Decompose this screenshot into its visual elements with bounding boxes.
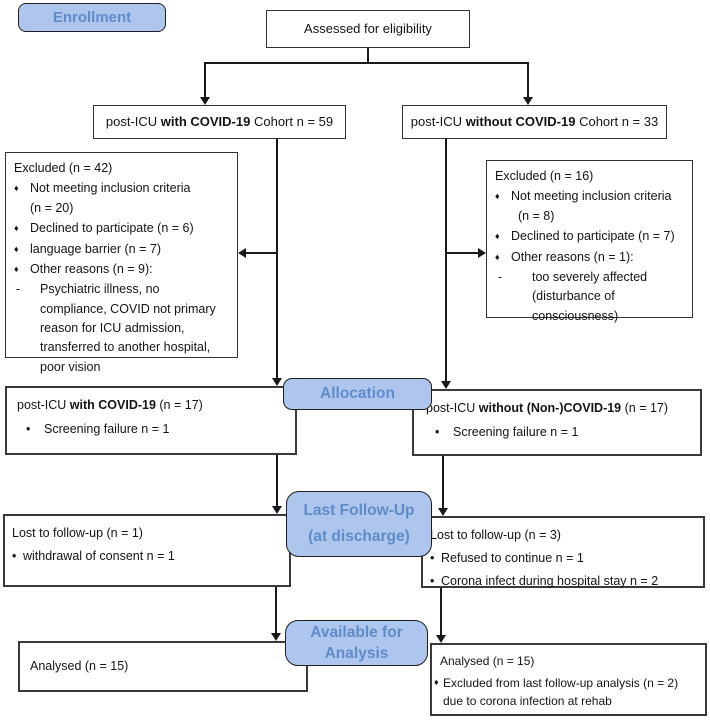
arrow-down-icon (272, 378, 282, 386)
stage-label-text: Allocation (320, 384, 395, 402)
diamond-bullet-icon: ♦ (495, 231, 500, 242)
box-text: post-ICU without COVID-19 Cohort n = 33 (410, 114, 659, 130)
excluded-title: Excluded (n = 16) (495, 169, 594, 183)
arrow-down-icon (272, 506, 282, 514)
connector-to-excluded-left (246, 252, 277, 254)
excluded-title: Excluded (n = 42) (14, 161, 113, 175)
arrow-down-icon (523, 97, 533, 105)
box-analysed-right: Analysed (n = 15) ♦ Excluded from last f… (430, 643, 707, 716)
list-item: ♦ Other reasons (n = 9): (14, 261, 153, 276)
round-bullet-icon: • (12, 548, 17, 563)
list-item: • Screening failure n = 1 (17, 420, 287, 439)
stage-label-enrollment: Enrollment (18, 3, 166, 32)
connector-to-excluded-right (446, 252, 478, 254)
stage-label-text-line2: Analysis (324, 645, 389, 662)
diamond-bullet-icon: ♦ (434, 677, 439, 687)
diamond-bullet-icon: ♦ (14, 223, 19, 234)
box-lost-followup-left: Lost to follow-up (n = 1) • withdrawal o… (3, 514, 291, 587)
stage-label-last-followup: Last Follow-Up (at discharge) (286, 491, 432, 557)
connector-followup-right-to-analysis (440, 588, 442, 635)
box-title: Lost to follow-up (n = 3) (430, 528, 561, 542)
arrow-down-icon (200, 97, 210, 105)
dash-bullet-icon: - (16, 282, 21, 297)
stage-label-text-line1: Available for (310, 624, 403, 641)
arrow-down-icon (438, 508, 448, 516)
box-allocation-with-covid: post-ICU with COVID-19 (n = 17) • Screen… (5, 386, 297, 455)
stage-label-available-for-analysis: Available for Analysis (285, 620, 428, 666)
box-excluded-left: Excluded (n = 42) ♦ Not meeting inclusio… (5, 152, 238, 374)
box-text: Assessed for eligibility (304, 21, 432, 37)
list-subitem: - too severely affected (disturbance of … (495, 268, 686, 326)
arrow-down-icon (441, 381, 451, 389)
arrow-right-icon (478, 248, 486, 258)
round-bullet-icon: • (430, 573, 435, 588)
dash-bullet-icon: - (498, 269, 503, 284)
box-text: post-ICU with COVID-19 Cohort n = 59 (105, 114, 334, 130)
round-bullet-icon: • (435, 424, 440, 439)
list-item: ♦ Other reasons (n = 1): (495, 249, 634, 264)
stage-label-allocation: Allocation (283, 378, 432, 410)
box-allocation-without-covid: post-ICU without (Non-)COVID-19 (n = 17)… (412, 389, 702, 456)
connector-allocation-left-to-followup (276, 455, 278, 506)
diamond-bullet-icon: ♦ (14, 243, 19, 254)
list-item: ♦ language barrier (n = 7) (14, 241, 161, 256)
list-item: ♦ Excluded from last follow-up analysis … (434, 676, 679, 708)
list-subitem: - Psychiatric illness, no compliance, CO… (16, 282, 216, 374)
stage-label-text-line2: (at discharge) (308, 528, 410, 545)
stage-label-text: Enrollment (52, 8, 132, 26)
box-analysed-left: Analysed (n = 15) (18, 641, 308, 692)
connector-assessed-split (204, 62, 529, 64)
box-title: post-ICU without (Non-)COVID-19 (n = 17) (426, 401, 669, 415)
box-excluded-right: Excluded (n = 16) ♦ Not meeting inclusio… (486, 160, 693, 323)
box-cohort-with-covid: post-ICU with COVID-19 Cohort n = 59 (93, 105, 346, 139)
round-bullet-icon: • (430, 550, 435, 565)
connector-to-cohort-left (204, 62, 206, 97)
stage-label-text-line1: Last Follow-Up (303, 502, 415, 519)
list-item: • withdrawal of consent n = 1 (12, 547, 281, 566)
connector-to-cohort-right (527, 62, 529, 97)
connector-followup-left-to-analysis (275, 587, 277, 633)
connector-assessed-stem (367, 48, 369, 63)
diamond-bullet-icon: ♦ (14, 183, 19, 194)
box-title: post-ICU with COVID-19 (n = 17) (17, 398, 203, 412)
box-title: Lost to follow-up (n = 1) (12, 526, 143, 540)
list-item: ♦ Declined to participate (n = 7) (495, 229, 675, 244)
round-bullet-icon: • (26, 421, 31, 436)
diamond-bullet-icon: ♦ (495, 191, 500, 202)
list-item: ♦ Not meeting inclusion criteria (n = 20… (14, 181, 191, 215)
diamond-bullet-icon: ♦ (14, 263, 19, 274)
box-assessed-for-eligibility: Assessed for eligibility (266, 10, 470, 48)
connector-cohort-left-to-allocation (276, 139, 278, 379)
arrow-down-icon (436, 635, 446, 643)
arrow-left-icon (238, 248, 246, 258)
connector-cohort-right-to-allocation (445, 139, 447, 382)
box-title: Analysed (n = 15) (30, 659, 129, 674)
diamond-bullet-icon: ♦ (495, 251, 500, 262)
list-item: • Refused to continue n = 1 (430, 549, 695, 568)
box-title: Analysed (n = 15) (440, 654, 535, 668)
list-item: ♦ Declined to participate (n = 6) (14, 221, 194, 236)
arrow-down-icon (271, 633, 281, 641)
list-item: ♦ Not meeting inclusion criteria (n = 8) (495, 189, 672, 223)
box-lost-followup-right: Lost to follow-up (n = 3) • Refused to c… (421, 516, 705, 588)
list-item: • Screening failure n = 1 (426, 423, 692, 442)
list-item: • Corona infect during hospital stay n =… (430, 572, 695, 591)
box-cohort-without-covid: post-ICU without COVID-19 Cohort n = 33 (402, 105, 667, 139)
connector-allocation-right-to-followup (442, 456, 444, 509)
